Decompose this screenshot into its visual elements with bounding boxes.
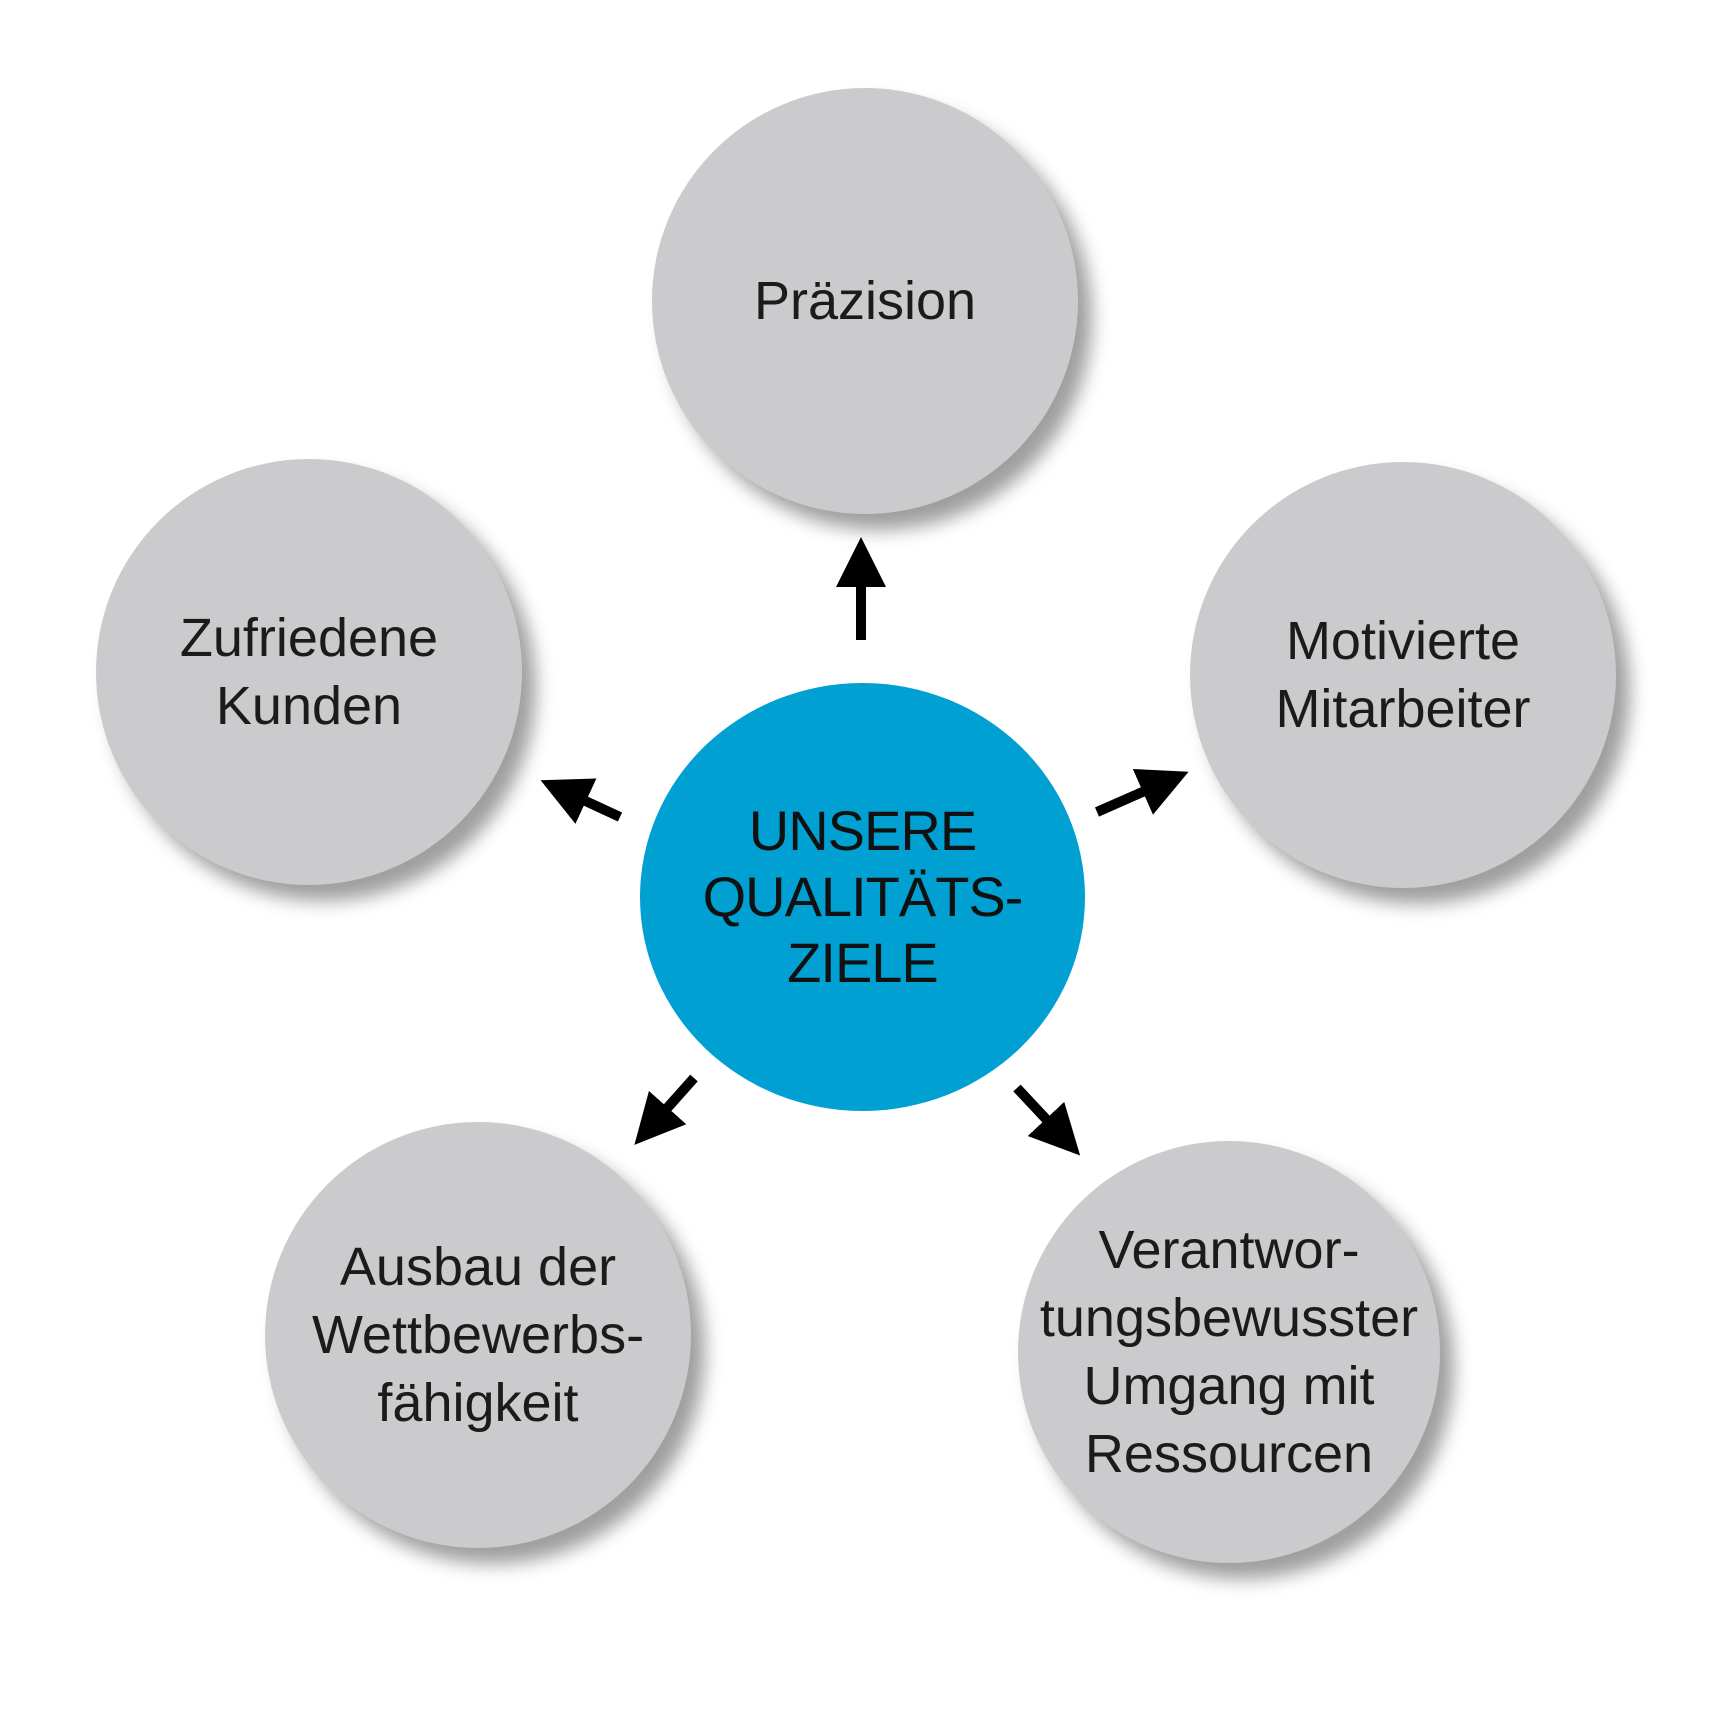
goal-label: Verantwor- tungsbewusster Umgang mit Res… [1039, 1220, 1419, 1484]
goal-label: Zufriedene Kunden [179, 608, 439, 736]
goal-circle-verantwortung: Verantwor- tungsbewusster Umgang mit Res… [1018, 1141, 1440, 1563]
goal-label: Präzision [753, 271, 977, 331]
center-label: UNSERE QUALITÄTS- ZIELE [702, 799, 1024, 994]
arrow-to-verantwortung [1013, 1084, 1081, 1156]
goal-circle-ausbau: Ausbau der Wettbewerbs- fähigkeit [265, 1122, 691, 1548]
arrow-to-motivierte-mitarbeiter [1094, 768, 1189, 817]
goal-circle-zufriedene-kunden: Zufriedene Kunden [96, 459, 522, 885]
goal-label: Ausbau der Wettbewerbs- fähigkeit [311, 1237, 645, 1433]
arrow-to-ausbau [634, 1074, 698, 1145]
goal-label: Motivierte Mitarbeiter [1275, 611, 1531, 739]
arrow-to-zufriedene-kunden [540, 778, 623, 824]
goal-circle-praezision: Präzision [652, 88, 1078, 514]
goal-circle-motivierte-mitarbeiter: Motivierte Mitarbeiter [1190, 462, 1616, 888]
center-circle: UNSERE QUALITÄTS- ZIELE [640, 683, 1085, 1111]
